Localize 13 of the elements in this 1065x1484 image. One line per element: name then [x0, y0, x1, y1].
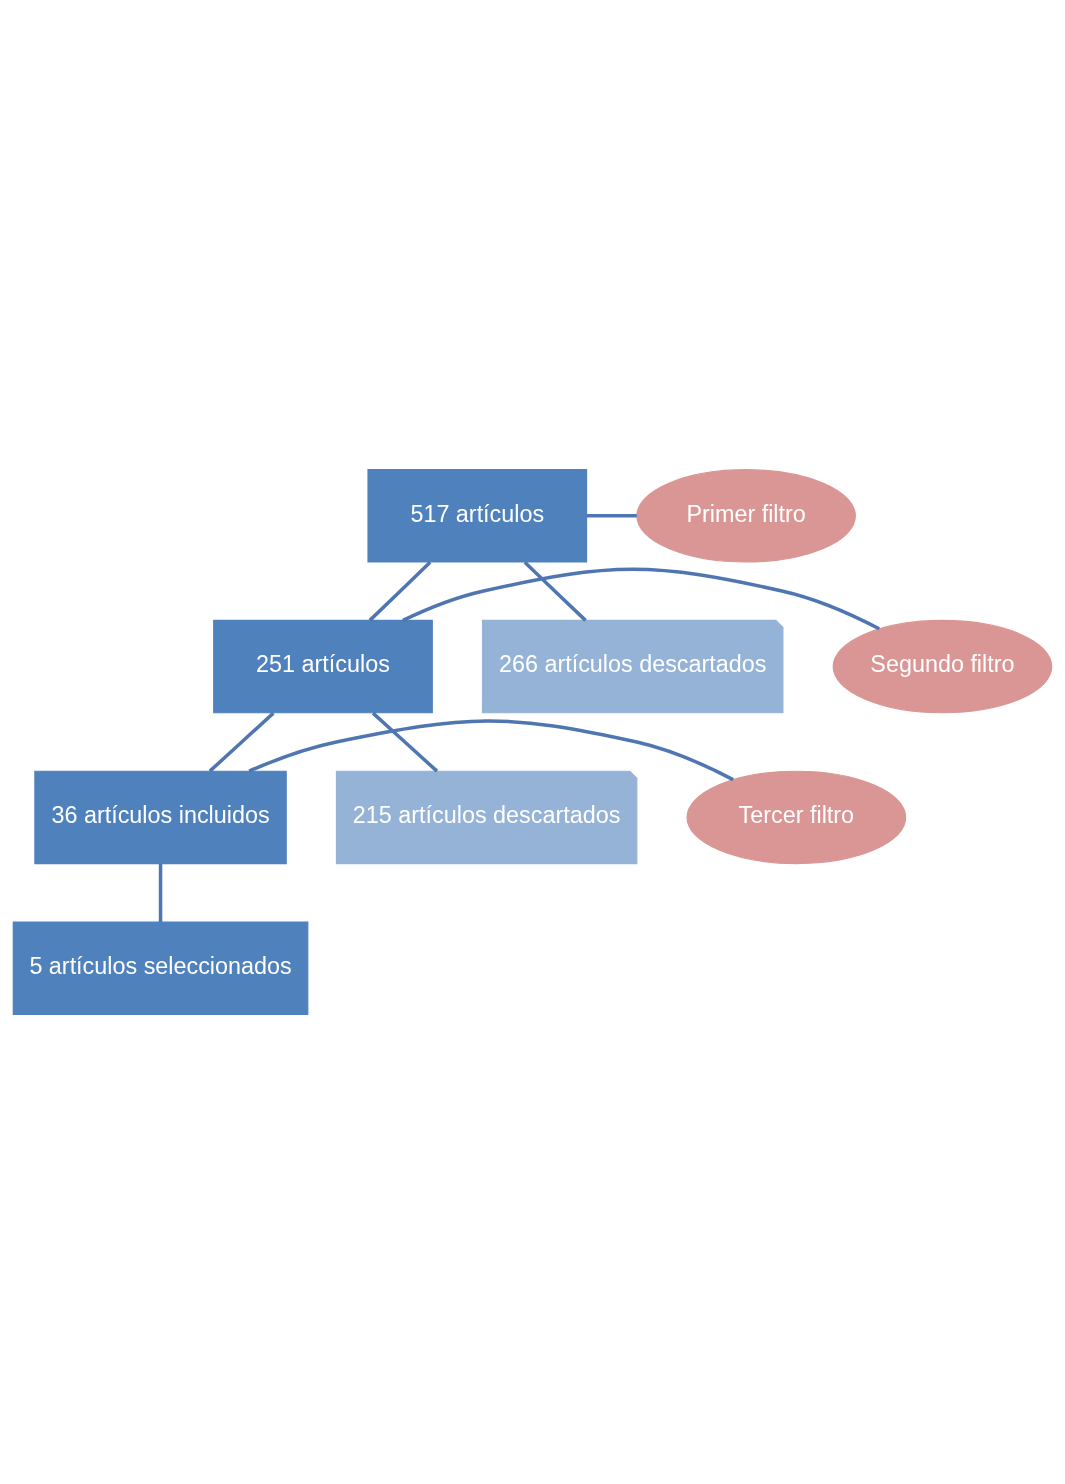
node-box: 5 artículos seleccionados [12, 921, 309, 1015]
connector [523, 561, 587, 622]
connector [587, 514, 637, 518]
node-box: 251 artículos [213, 619, 433, 714]
node-ellipse: Segundo filtro [832, 619, 1053, 714]
connector [208, 711, 275, 773]
node-box: 36 artículos incluidos [34, 770, 287, 865]
node-ellipse: Tercer filtro [686, 770, 907, 865]
connector [158, 863, 163, 922]
node-ellipse: Primer filtro [636, 469, 856, 563]
connector [371, 711, 439, 773]
connector [368, 561, 432, 622]
node-box: 517 artículos [367, 469, 588, 563]
